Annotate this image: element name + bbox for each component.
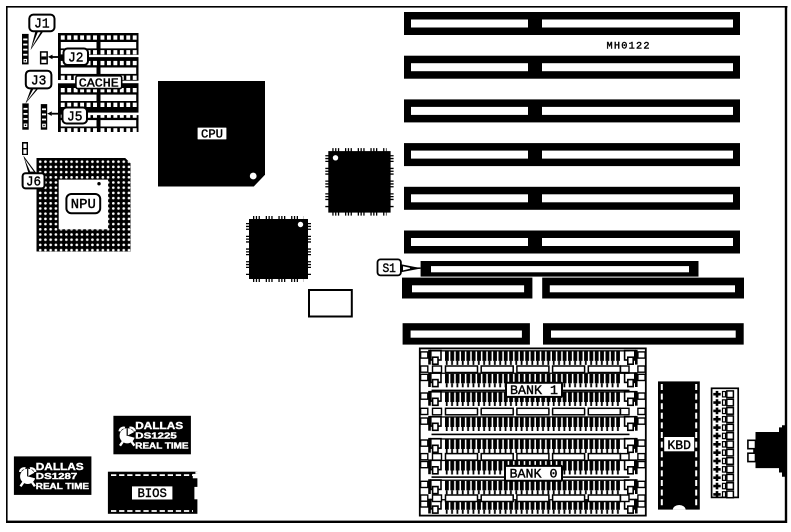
svg-text:DALLAS: DALLAS <box>135 421 183 432</box>
svg-text:KBD: KBD <box>667 438 691 453</box>
svg-text:REAL TIME: REAL TIME <box>36 481 90 491</box>
svg-text:BANK 0: BANK 0 <box>510 467 558 482</box>
svg-text:BANK 1: BANK 1 <box>510 383 558 398</box>
svg-text:DALLAS: DALLAS <box>36 462 84 473</box>
svg-text:MH0122: MH0122 <box>607 41 651 52</box>
svg-text:J5: J5 <box>67 109 83 125</box>
svg-text:J6: J6 <box>26 175 41 191</box>
svg-text:REAL TIME: REAL TIME <box>135 441 189 451</box>
svg-text:BIOS: BIOS <box>137 487 167 501</box>
svg-text:J3: J3 <box>31 73 47 89</box>
svg-text:DS1287: DS1287 <box>36 471 78 481</box>
svg-text:CACHE: CACHE <box>79 76 119 90</box>
svg-text:DS1225: DS1225 <box>135 430 177 440</box>
svg-text:CPU: CPU <box>201 128 223 142</box>
svg-text:NPU: NPU <box>71 198 96 213</box>
svg-text:J2: J2 <box>68 51 84 67</box>
svg-text:S1: S1 <box>382 261 396 276</box>
svg-text:J1: J1 <box>34 17 50 33</box>
